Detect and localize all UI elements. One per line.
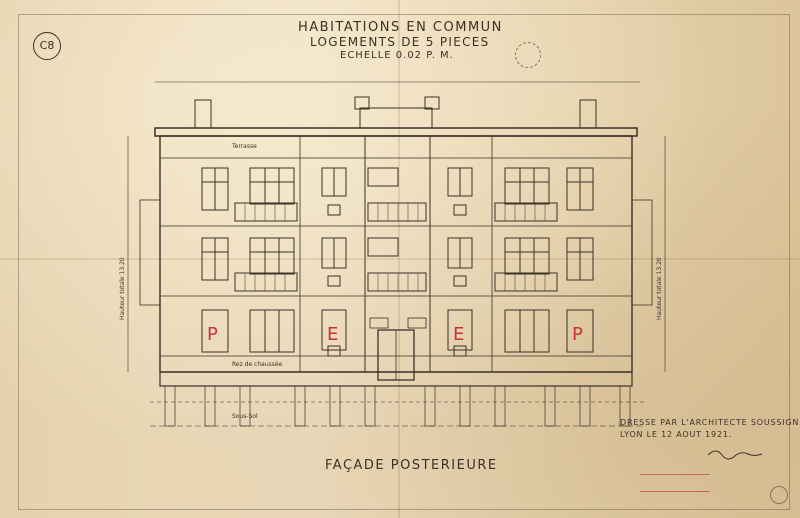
vent-right-ground — [453, 345, 467, 357]
planter-left — [369, 317, 389, 329]
side-wing-left — [139, 199, 161, 306]
vent-right-floor-2 — [453, 204, 467, 216]
windows-floor-2 — [201, 167, 594, 211]
label-ground: Rez de chaussée — [232, 361, 283, 368]
balcony-left-floor-1 — [234, 272, 298, 292]
foundation-piers — [164, 385, 631, 427]
red-mark-3: E — [453, 324, 464, 345]
vent-left-floor-2 — [327, 204, 341, 216]
label-height-left: Hauteur totale 13.20 — [119, 257, 126, 320]
red-mark-2: E — [327, 324, 338, 345]
roof-cornice — [154, 127, 638, 137]
corner-stamp-icon — [770, 486, 788, 504]
planter-right — [407, 317, 427, 329]
place-date: LYON LE 12 AOUT 1921. — [620, 430, 733, 439]
chimney-left — [194, 99, 212, 129]
balcony-right-floor-1 — [494, 272, 558, 292]
red-window-marks: P E E P — [207, 324, 583, 345]
chimney-center-left — [354, 96, 370, 110]
drawing-scale: ECHELLE 0.02 P. M. — [340, 50, 454, 61]
label-basement: Sous-Sol — [232, 413, 258, 420]
side-wing-right — [631, 199, 653, 306]
red-mark-4: P — [572, 324, 583, 345]
vent-left-floor-1 — [327, 275, 341, 287]
drawing-title: HABITATIONS EN COMMUN — [298, 20, 503, 35]
roof-stair-head — [359, 107, 433, 129]
chimney-center-right — [424, 96, 440, 110]
sheet-id-circle: C8 — [33, 32, 61, 60]
drawing-subtitle: LOGEMENTS DE 5 PIECES — [310, 35, 490, 49]
architect-signature — [707, 450, 763, 460]
stair-window-floor-2 — [367, 167, 399, 187]
balcony-right-floor-2 — [494, 202, 558, 222]
red-registry-stamp — [640, 474, 710, 492]
label-roof: Terrasse — [231, 143, 257, 150]
paper-fold-horizontal — [0, 258, 800, 260]
vent-right-floor-1 — [453, 275, 467, 287]
chimney-right — [579, 99, 597, 129]
architect-credit: DRESSE PAR L'ARCHITECTE SOUSSIGNE — [620, 418, 800, 427]
archive-stamp-icon — [515, 42, 541, 68]
vent-left-ground — [327, 345, 341, 357]
stair-railing-floor-2 — [367, 202, 427, 222]
paper-fold-vertical — [398, 0, 400, 518]
windows-ground-floor — [201, 309, 594, 353]
label-height-right: Hauteur totale 13.20 — [656, 257, 663, 320]
red-mark-1: P — [207, 324, 218, 345]
facade-caption: FAÇADE POSTERIEURE — [325, 458, 498, 473]
stair-railing-floor-1 — [367, 272, 427, 292]
stair-window-floor-1 — [367, 237, 399, 257]
sheet-border — [18, 14, 790, 510]
windows-floor-1 — [201, 237, 594, 281]
balcony-left-floor-2 — [234, 202, 298, 222]
